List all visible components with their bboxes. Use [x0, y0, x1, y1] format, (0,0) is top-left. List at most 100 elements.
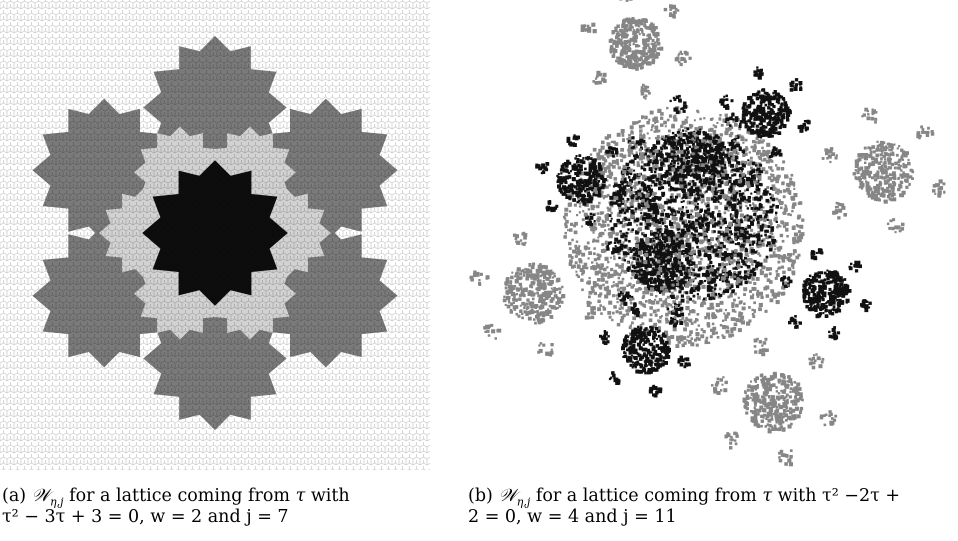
fractal-point [684, 239, 687, 242]
fractal-point [793, 193, 798, 198]
fractal-point [643, 163, 647, 167]
fractal-point [736, 198, 739, 201]
fractal-point [676, 141, 681, 146]
fractal-point [707, 254, 712, 259]
fractal-point [638, 44, 641, 48]
fractal-point [656, 137, 660, 142]
fractal-point [660, 116, 664, 120]
fractal-point [538, 305, 543, 310]
fractal-point [657, 263, 661, 267]
fractal-point [627, 49, 630, 53]
fractal-point [657, 204, 661, 209]
fractal-point [642, 41, 646, 45]
fractal-point [797, 235, 802, 240]
grey-outer-satellite [932, 179, 946, 198]
fractal-point [643, 143, 646, 146]
fractal-point [771, 240, 776, 245]
fractal-point [712, 223, 716, 228]
fractal-point [794, 406, 799, 411]
fractal-point [756, 129, 760, 133]
fractal-point [708, 288, 713, 292]
fractal-point [547, 270, 550, 273]
fractal-point [519, 239, 523, 242]
fractal-point [723, 312, 726, 315]
fractal-point [588, 166, 593, 171]
fractal-point [738, 281, 743, 286]
fractal-point [604, 169, 608, 173]
fractal-point [668, 114, 673, 118]
fractal-point [564, 164, 569, 168]
fractal-point [771, 235, 775, 240]
fractal-point [628, 160, 632, 164]
fractal-point [765, 210, 769, 214]
fractal-point [651, 48, 655, 52]
fractal-point [597, 179, 601, 183]
fractal-point [573, 134, 576, 137]
fractal-point [730, 284, 734, 288]
fractal-point [636, 163, 640, 168]
fractal-point [516, 274, 520, 278]
fractal-point [930, 132, 935, 136]
fractal-point [903, 153, 908, 158]
fractal-point [598, 254, 602, 258]
fractal-point [664, 135, 668, 138]
fractal-point [601, 174, 604, 177]
fractal-point [824, 413, 828, 417]
fractal-point [692, 237, 697, 242]
fractal-point [602, 248, 607, 253]
fractal-point [937, 183, 940, 187]
fractal-point [865, 157, 868, 161]
fractal-point [631, 228, 634, 231]
fractal-point [538, 344, 541, 347]
fractal-point [738, 147, 742, 152]
fractal-point [518, 297, 522, 301]
fractal-point [696, 293, 699, 296]
fractal-point [661, 222, 665, 225]
fractal-point [525, 312, 529, 316]
fractal-point [587, 313, 591, 316]
fractal-point [676, 9, 680, 12]
fractal-point [719, 226, 723, 229]
fractal-point [743, 302, 746, 305]
fractal-point [909, 168, 913, 172]
fractal-point [693, 203, 697, 206]
fractal-point [744, 113, 748, 117]
fractal-point [654, 163, 659, 168]
fractal-point [671, 4, 676, 9]
fractal-point [685, 316, 688, 320]
fractal-point [660, 147, 664, 151]
fractal-point [522, 293, 526, 298]
fractal-point [735, 168, 740, 173]
fractal-point [775, 418, 779, 422]
fractal-point [864, 107, 869, 112]
fractal-point [765, 294, 770, 298]
fractal-point [665, 212, 670, 217]
fractal-point [707, 185, 711, 189]
fractal-point [541, 163, 545, 168]
fractal-point [730, 232, 733, 236]
fractal-point [704, 274, 708, 278]
fractal-point [632, 284, 635, 287]
fractal-point [721, 252, 725, 256]
fractal-point [606, 223, 610, 227]
fractal-point [611, 285, 614, 288]
fractal-point [615, 33, 620, 38]
fractal-point [876, 140, 879, 143]
fractal-point [678, 52, 681, 55]
fractal-point [865, 169, 870, 174]
fractal-point [616, 30, 619, 33]
fractal-point [538, 268, 543, 272]
fractal-point [621, 46, 626, 51]
fractal-point [644, 94, 648, 98]
fractal-point [585, 187, 589, 191]
fractal-point [715, 248, 718, 252]
fractal-point [792, 240, 796, 245]
fractal-point [618, 239, 622, 243]
fractal-point [621, 257, 626, 262]
fractal-point [567, 184, 571, 188]
fractal-point [623, 216, 627, 220]
fractal-point [623, 244, 628, 249]
fractal-point [782, 195, 786, 199]
fractal-point [641, 63, 644, 66]
fractal-point [660, 164, 663, 167]
